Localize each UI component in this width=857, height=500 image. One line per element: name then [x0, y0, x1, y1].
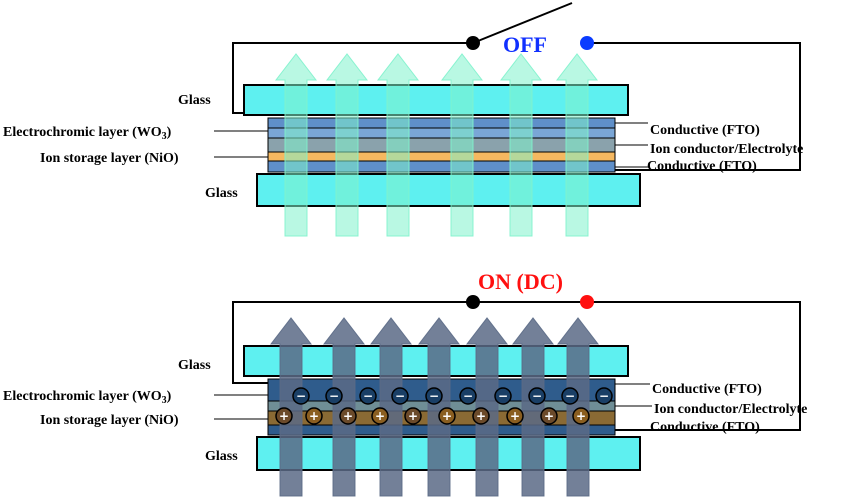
on-light-arrows: [269, 317, 600, 497]
off-ion-conductor-layer: [267, 137, 616, 153]
off-conductive-bottom-layer: [267, 160, 616, 173]
svg-text:−: −: [363, 389, 373, 403]
off-switch-terminal-black: [466, 36, 480, 50]
svg-text:−: −: [463, 389, 473, 403]
off-ion-storage-layer: [267, 151, 616, 162]
svg-text:−: −: [498, 389, 508, 403]
on-label-electrochromic: Electrochromic layer (WO3): [3, 389, 172, 406]
positive-ion: +: [305, 407, 323, 425]
negative-ion: −: [528, 387, 546, 405]
negative-ion: −: [425, 387, 443, 405]
off-light-arrow: [376, 53, 420, 237]
on-ions: −−−−−−−−−−++++++++++: [275, 387, 613, 425]
off-light-arrow: [499, 53, 543, 237]
svg-text:−: −: [296, 389, 306, 403]
positive-ion: +: [438, 407, 456, 425]
on-switch-terminal-black: [466, 295, 480, 309]
on-switch-terminal-red: [580, 295, 594, 309]
on-light-arrow: [417, 317, 461, 497]
off-label-electrochromic: Electrochromic layer (WO3): [3, 125, 172, 142]
negative-ion: −: [292, 387, 310, 405]
positive-ion: +: [572, 407, 590, 425]
svg-text:+: +: [476, 409, 486, 423]
on-light-arrow: [556, 317, 600, 497]
off-circuit-wire-right: [587, 42, 801, 171]
svg-text:+: +: [576, 409, 586, 423]
svg-text:+: +: [510, 409, 520, 423]
svg-text:+: +: [408, 409, 418, 423]
on-circuit-wire-right: [587, 301, 801, 431]
positive-ion: +: [339, 407, 357, 425]
negative-ion: −: [561, 387, 579, 405]
on-label-ion-storage: Ion storage layer (NiO): [40, 413, 179, 428]
negative-ion: −: [494, 387, 512, 405]
svg-text:−: −: [565, 389, 575, 403]
positive-ion: +: [506, 407, 524, 425]
svg-text:+: +: [544, 409, 554, 423]
on-label-conductive-top: Conductive (FTO): [652, 382, 762, 397]
on-panel: −−−−−−−−−−++++++++++ ON (DC) Glass Elect…: [3, 269, 807, 497]
positive-ion: +: [371, 407, 389, 425]
positive-ion: +: [404, 407, 422, 425]
off-electrochromic-layer: [267, 127, 616, 139]
svg-text:−: −: [329, 389, 339, 403]
off-state-label: OFF: [503, 32, 547, 57]
svg-text:+: +: [279, 409, 289, 423]
off-label-conductive-top: Conductive (FTO): [650, 123, 760, 138]
on-light-arrow: [322, 317, 366, 497]
off-light-arrow: [325, 53, 369, 237]
svg-text:+: +: [375, 409, 385, 423]
on-label-glass-bottom: Glass: [205, 449, 238, 464]
on-light-arrow: [465, 317, 509, 497]
off-panel: OFF Glass Electrochromic layer (WO3) Ion…: [3, 2, 803, 237]
on-light-arrow: [269, 317, 313, 497]
svg-text:+: +: [442, 409, 452, 423]
on-light-arrow: [369, 317, 413, 497]
off-conductive-top-layer: [267, 117, 616, 129]
off-switch-terminal-blue: [580, 36, 594, 50]
off-light-arrows: [274, 53, 599, 237]
off-label-glass-top: Glass: [178, 93, 211, 108]
off-light-arrow: [440, 53, 484, 237]
svg-text:+: +: [309, 409, 319, 423]
off-label-glass-bottom: Glass: [205, 186, 238, 201]
on-state-label: ON (DC): [478, 269, 563, 294]
negative-ion: −: [325, 387, 343, 405]
on-circuit-wire: [232, 301, 473, 384]
positive-ion: +: [275, 407, 293, 425]
off-glass-top: [243, 84, 629, 116]
svg-text:−: −: [532, 389, 542, 403]
off-light-arrow: [274, 53, 318, 237]
negative-ion: −: [595, 387, 613, 405]
on-light-arrow: [511, 317, 555, 497]
on-label-conductive-bottom: Conductive (FTO): [650, 420, 760, 435]
negative-ion: −: [459, 387, 477, 405]
off-label-conductive-bottom: Conductive (FTO): [647, 159, 757, 174]
on-label-glass-top: Glass: [178, 358, 211, 373]
off-light-arrow: [555, 53, 599, 237]
svg-text:+: +: [343, 409, 353, 423]
negative-ion: −: [359, 387, 377, 405]
positive-ion: +: [472, 407, 490, 425]
off-switch-lever: [472, 2, 573, 44]
negative-ion: −: [391, 387, 409, 405]
positive-ion: +: [540, 407, 558, 425]
on-label-ion-conductor: Ion conductor/Electrolyte: [654, 402, 807, 417]
off-label-ion-conductor: Ion conductor/Electrolyte: [650, 142, 803, 157]
off-label-ion-storage: Ion storage layer (NiO): [40, 151, 179, 166]
svg-text:−: −: [599, 389, 609, 403]
svg-text:−: −: [429, 389, 439, 403]
svg-text:−: −: [395, 389, 405, 403]
